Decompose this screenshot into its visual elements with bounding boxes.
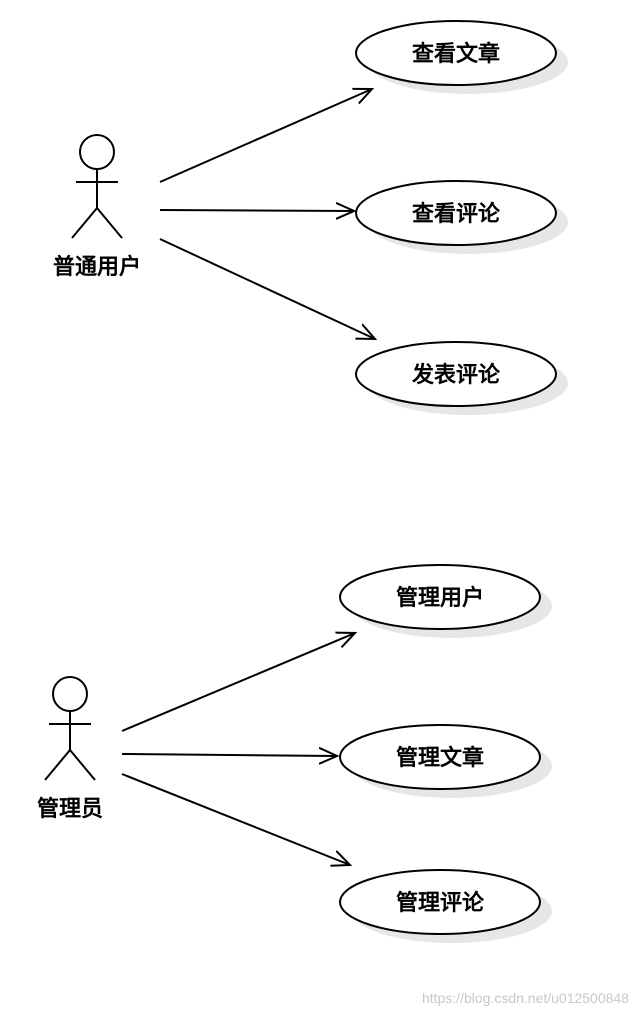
use-case: 查看评论 [355, 180, 568, 254]
actor-label-admin: 管理员 [37, 796, 103, 822]
use-case: 查看文章 [355, 20, 568, 94]
use-case-label: 管理评论 [396, 890, 485, 916]
stick-figure-icon [44, 676, 96, 781]
actor-label-user: 普通用户 [53, 254, 141, 280]
association-arrow [159, 210, 354, 211]
use-case-label: 发表评论 [411, 362, 501, 388]
stick-figure-icon [71, 134, 123, 239]
association-arrow [121, 754, 337, 756]
actor-user: 普通用户 [53, 134, 141, 280]
association-arrow [121, 773, 350, 865]
use-case: 发表评论 [355, 341, 568, 415]
use-case-label: 管理用户 [396, 585, 484, 611]
use-case: 管理评论 [339, 869, 552, 943]
watermark-text: https://blog.csdn.net/u012500848 [422, 990, 629, 1006]
use-case: 管理用户 [339, 564, 552, 638]
association-arrow [159, 238, 375, 339]
use-case-label: 管理文章 [396, 745, 484, 771]
use-case-label: 查看评论 [412, 201, 501, 227]
actor-admin: 管理员 [37, 676, 103, 822]
association-arrow [121, 633, 355, 732]
use-case-label: 查看文章 [412, 41, 500, 67]
association-arrow [159, 89, 372, 183]
use-case: 管理文章 [339, 724, 552, 798]
